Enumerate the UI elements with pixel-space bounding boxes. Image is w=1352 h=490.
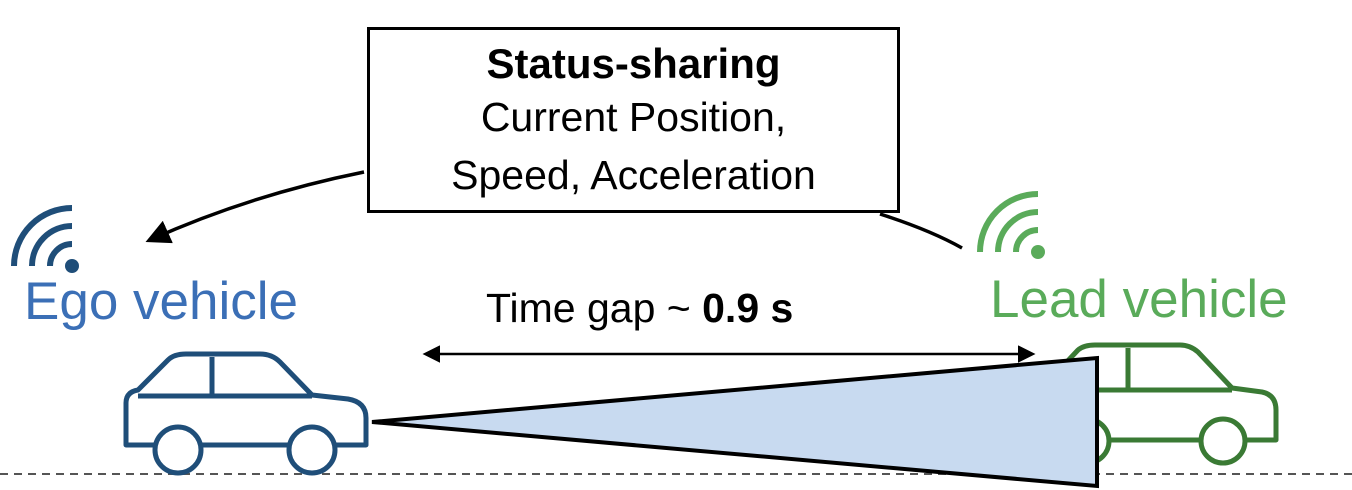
time-gap-label: Time gap ~ 0.9 s	[486, 284, 793, 332]
time-gap-value: 0.9 s	[702, 285, 794, 331]
ego-car-icon	[123, 351, 369, 476]
status-box-title: Status-sharing	[486, 40, 781, 87]
lead-to-status-line	[879, 212, 963, 250]
ego-vehicle-label: Ego vehicle	[24, 272, 299, 331]
status-sharing-box: Status-sharing Current Position, Speed, …	[367, 27, 900, 213]
lead-signal-icon	[977, 191, 1045, 259]
status-box-line2: Speed, Acceleration	[451, 152, 816, 198]
ego-signal-icon	[11, 205, 79, 273]
status-box-line1: Current Position,	[480, 94, 787, 140]
time-gap-prefix: Time gap ~	[486, 285, 703, 331]
lead-vehicle-label: Lead vehicle	[990, 270, 1288, 329]
status-to-ego-arrow	[145, 170, 365, 244]
sensor-cone	[371, 355, 1099, 489]
